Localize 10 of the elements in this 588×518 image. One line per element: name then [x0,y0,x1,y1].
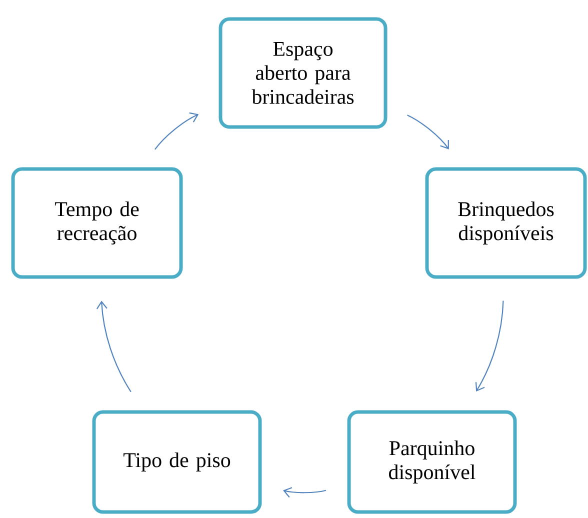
arrow [475,300,504,392]
arrow [283,487,326,498]
arrow [407,114,449,150]
process-box: Tempo de recreação [11,167,183,279]
arrow [154,112,199,150]
process-box: Espaço aberto para brincadeiras [218,17,388,129]
process-box: Parquinho disponível [347,410,517,514]
process-box: Tipo de piso [92,410,262,514]
process-box: Brinquedos disponíveis [425,167,587,279]
arrow [96,300,132,392]
